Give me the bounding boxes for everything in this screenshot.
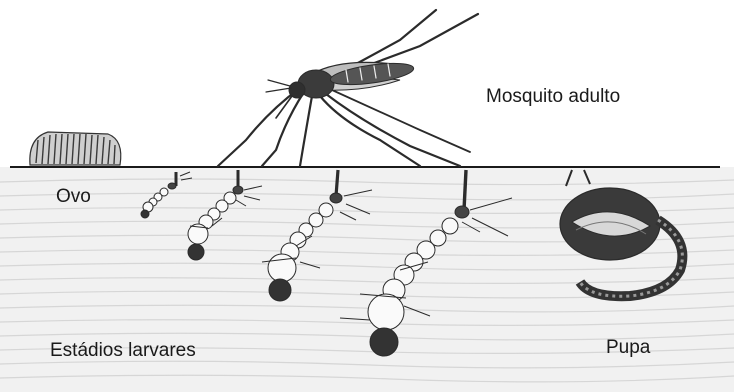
pupa-label: Pupa [606, 337, 650, 359]
adult-mosquito-drawing [218, 10, 478, 166]
larval-stages-label: Estádios larvares [50, 340, 196, 362]
adult-mosquito-label: Mosquito adulto [486, 86, 620, 108]
egg-label: Ovo [56, 186, 91, 208]
egg-raft-drawing [30, 132, 121, 165]
